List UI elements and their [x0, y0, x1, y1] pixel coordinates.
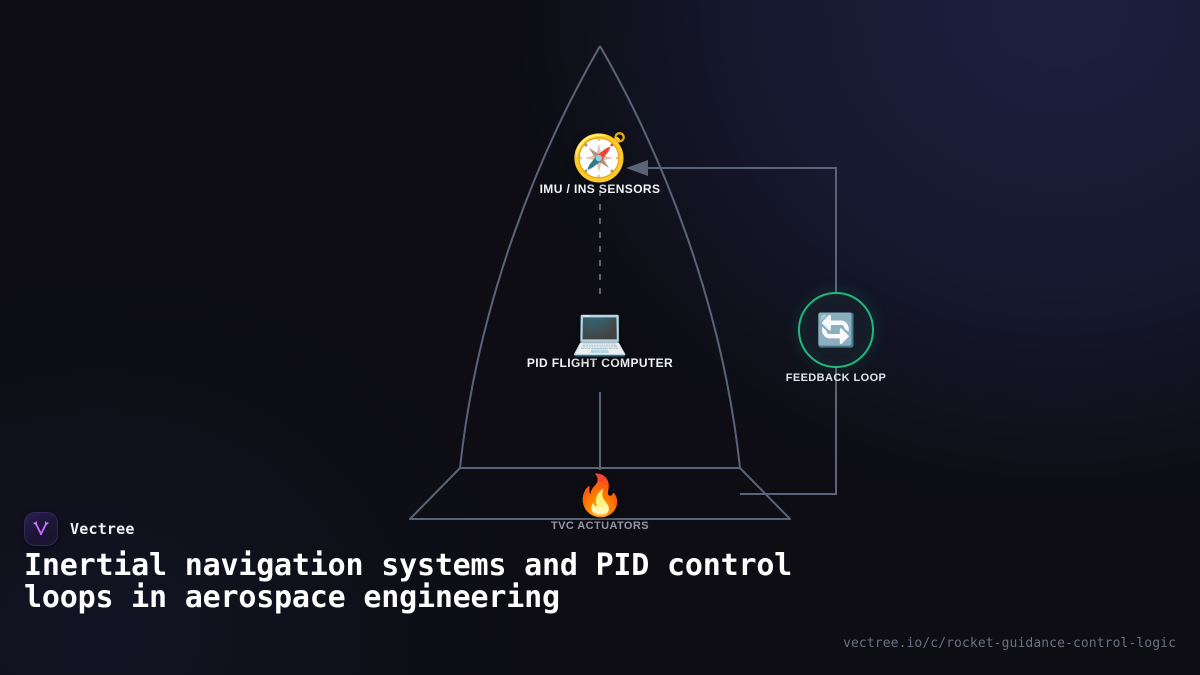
footer: Vectree Inertial navigation systems and …	[0, 500, 1200, 675]
rocket-nose-cone-right	[599, 45, 741, 469]
fire-icon: 🔥	[575, 473, 625, 519]
laptop-icon: 💻	[571, 304, 629, 358]
compass-icon: 🧭	[571, 130, 629, 184]
brand-row[interactable]: Vectree	[24, 512, 135, 546]
node-feedback-label: FEEDBACK LOOP	[785, 372, 887, 384]
node-pid-flight-computer[interactable]: 💻 PID FLIGHT COMPUTER	[500, 308, 700, 372]
brand-name: Vectree	[70, 520, 135, 538]
page-title: Inertial navigation systems and PID cont…	[24, 548, 793, 615]
brand-logo-badge	[24, 512, 58, 546]
node-feedback-loop[interactable]: 🔄 FEEDBACK LOOP	[760, 292, 912, 386]
node-tvc-actuators[interactable]: 🔥 TVC ACTUATORS	[520, 476, 680, 534]
feedback-loop-circle: 🔄	[798, 292, 874, 368]
node-imu-label: IMU / INS SENSORS	[539, 182, 661, 196]
node-tvc-label: TVC ACTUATORS	[551, 520, 649, 532]
arrows-counterclockwise-icon: 🔄	[816, 311, 856, 349]
node-imu-sensors[interactable]: 🧭 IMU / INS SENSORS	[520, 134, 680, 198]
node-pid-label: PID FLIGHT COMPUTER	[526, 356, 674, 370]
feedback-arrowhead-icon	[626, 160, 648, 176]
rocket-nose-cone-left	[459, 45, 601, 469]
vectree-tree-logo-icon	[33, 521, 49, 536]
site-url: vectree.io/c/rocket-guidance-control-log…	[843, 636, 1176, 651]
